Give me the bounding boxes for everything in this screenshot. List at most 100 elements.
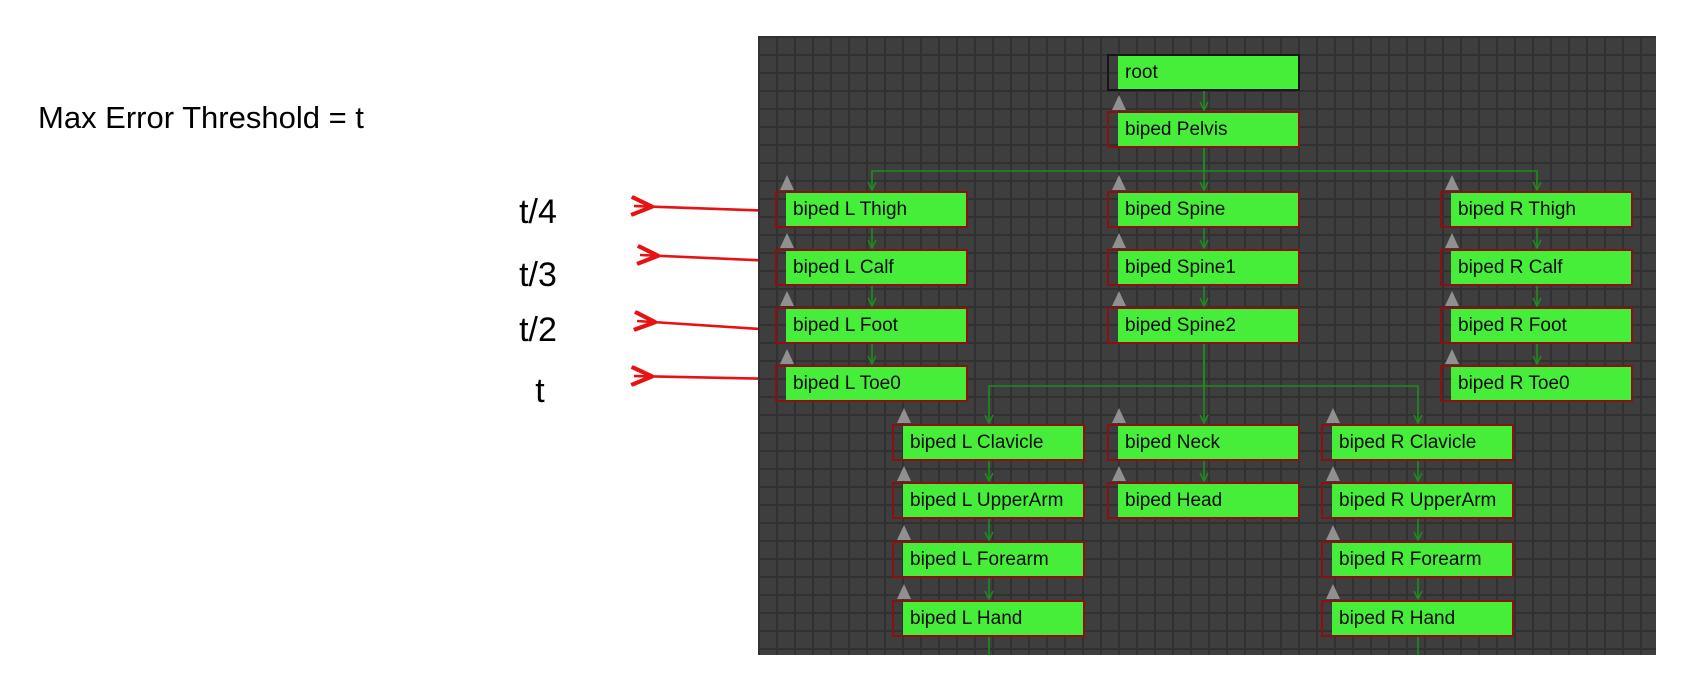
node-grip	[894, 543, 903, 576]
node-grip	[1323, 543, 1332, 576]
hierarchy-arrow-icon	[1112, 291, 1126, 306]
node-grip	[1323, 602, 1332, 635]
node-grip	[1109, 426, 1118, 459]
hierarchy-arrow-icon	[1112, 233, 1126, 248]
node-spine1[interactable]: biped Spine1	[1107, 249, 1300, 286]
hierarchy-arrow-icon	[1326, 466, 1340, 481]
node-label: biped Spine	[1125, 198, 1226, 220]
node-lfoot[interactable]: biped L Foot	[775, 307, 968, 344]
node-grip	[894, 426, 903, 459]
node-label: biped Head	[1125, 489, 1223, 511]
hierarchy-arrow-icon	[1445, 175, 1459, 190]
node-body: biped Neck	[1118, 426, 1298, 459]
node-body: biped Spine	[1118, 193, 1298, 226]
node-rclav[interactable]: biped R Clavicle	[1321, 424, 1514, 461]
node-ltoe0[interactable]: biped L Toe0	[775, 365, 968, 402]
node-body: biped L Thigh	[786, 193, 966, 226]
node-label: biped R Thigh	[1458, 198, 1576, 220]
node-label: biped L Foot	[793, 314, 898, 336]
node-body: biped L Calf	[786, 251, 966, 284]
node-body: biped R Calf	[1451, 251, 1631, 284]
node-label: biped Pelvis	[1125, 118, 1228, 140]
node-grip	[1442, 367, 1451, 400]
hierarchy-arrow-icon	[1326, 525, 1340, 540]
threshold-label: t/3	[519, 256, 557, 294]
node-body: biped L Forearm	[903, 543, 1083, 576]
hierarchy-arrow-icon	[1112, 466, 1126, 481]
node-ruarm[interactable]: biped R UpperArm	[1321, 482, 1514, 519]
node-grip	[1109, 251, 1118, 284]
hierarchy-arrow-icon	[1326, 584, 1340, 599]
node-label: biped R Forearm	[1339, 548, 1482, 570]
node-lfarm[interactable]: biped L Forearm	[892, 541, 1085, 578]
node-grip	[777, 193, 786, 226]
node-rcalf[interactable]: biped R Calf	[1440, 249, 1633, 286]
threshold-label: t/4	[519, 193, 557, 231]
node-grip	[1442, 251, 1451, 284]
node-lclav[interactable]: biped L Clavicle	[892, 424, 1085, 461]
node-grip	[1109, 193, 1118, 226]
node-body: biped R Thigh	[1451, 193, 1631, 226]
node-rtoe0[interactable]: biped R Toe0	[1440, 365, 1633, 402]
node-grip	[894, 484, 903, 517]
node-grip	[1109, 309, 1118, 342]
hierarchy-arrow-icon	[780, 175, 794, 190]
node-spine[interactable]: biped Spine	[1107, 191, 1300, 228]
node-body: biped L Foot	[786, 309, 966, 342]
node-root[interactable]: root	[1107, 54, 1300, 91]
node-body: biped L Toe0	[786, 367, 966, 400]
hierarchy-arrow-icon	[1445, 291, 1459, 306]
hierarchy-arrow-icon	[1445, 349, 1459, 364]
node-grip	[1109, 113, 1118, 146]
node-label: biped Neck	[1125, 431, 1221, 453]
node-grip	[1109, 484, 1118, 517]
node-grip	[777, 309, 786, 342]
node-body: biped Head	[1118, 484, 1298, 517]
node-label: biped L Hand	[910, 607, 1023, 629]
node-grip	[777, 251, 786, 284]
node-body: root	[1118, 56, 1298, 89]
node-label: biped R Clavicle	[1339, 431, 1477, 453]
node-lcalf[interactable]: biped L Calf	[775, 249, 968, 286]
node-label: biped L UpperArm	[910, 489, 1064, 511]
hierarchy-arrow-icon	[1326, 408, 1340, 423]
node-body: biped Pelvis	[1118, 113, 1298, 146]
hierarchy-arrow-icon	[897, 466, 911, 481]
node-label: biped R Foot	[1458, 314, 1567, 336]
node-body: biped L UpperArm	[903, 484, 1083, 517]
schematic-view-panel[interactable]: root biped Pelvis biped L Thigh biped Spine…	[758, 36, 1656, 655]
node-label: biped R UpperArm	[1339, 489, 1497, 511]
node-spine2[interactable]: biped Spine2	[1107, 307, 1300, 344]
node-rfarm[interactable]: biped R Forearm	[1321, 541, 1514, 578]
threshold-arrow	[634, 206, 776, 211]
node-grip	[1323, 426, 1332, 459]
node-grip	[1442, 193, 1451, 226]
node-luarm[interactable]: biped L UpperArm	[892, 482, 1085, 519]
node-lthigh[interactable]: biped L Thigh	[775, 191, 968, 228]
node-grip	[1442, 309, 1451, 342]
node-body: biped R Clavicle	[1332, 426, 1512, 459]
node-lhand[interactable]: biped L Hand	[892, 600, 1085, 637]
node-label: biped L Forearm	[910, 548, 1049, 570]
connectors-layer	[780, 91, 1542, 655]
node-label: biped L Clavicle	[910, 431, 1044, 453]
node-grip	[1323, 484, 1332, 517]
node-rhand[interactable]: biped R Hand	[1321, 600, 1514, 637]
threshold-label: t/2	[519, 311, 557, 349]
node-body: biped R UpperArm	[1332, 484, 1512, 517]
node-body: biped L Hand	[903, 602, 1083, 635]
node-label: biped L Toe0	[793, 372, 901, 394]
node-pelvis[interactable]: biped Pelvis	[1107, 111, 1300, 148]
node-head[interactable]: biped Head	[1107, 482, 1300, 519]
node-rfoot[interactable]: biped R Foot	[1440, 307, 1633, 344]
node-rthigh[interactable]: biped R Thigh	[1440, 191, 1633, 228]
threshold-label: t	[535, 372, 545, 410]
threshold-arrow	[640, 255, 776, 261]
hierarchy-arrow-icon	[897, 525, 911, 540]
node-label: biped Spine2	[1125, 314, 1236, 336]
node-body: biped R Toe0	[1451, 367, 1631, 400]
node-neck[interactable]: biped Neck	[1107, 424, 1300, 461]
node-label: biped R Toe0	[1458, 372, 1570, 394]
threshold-arrow	[637, 321, 776, 330]
